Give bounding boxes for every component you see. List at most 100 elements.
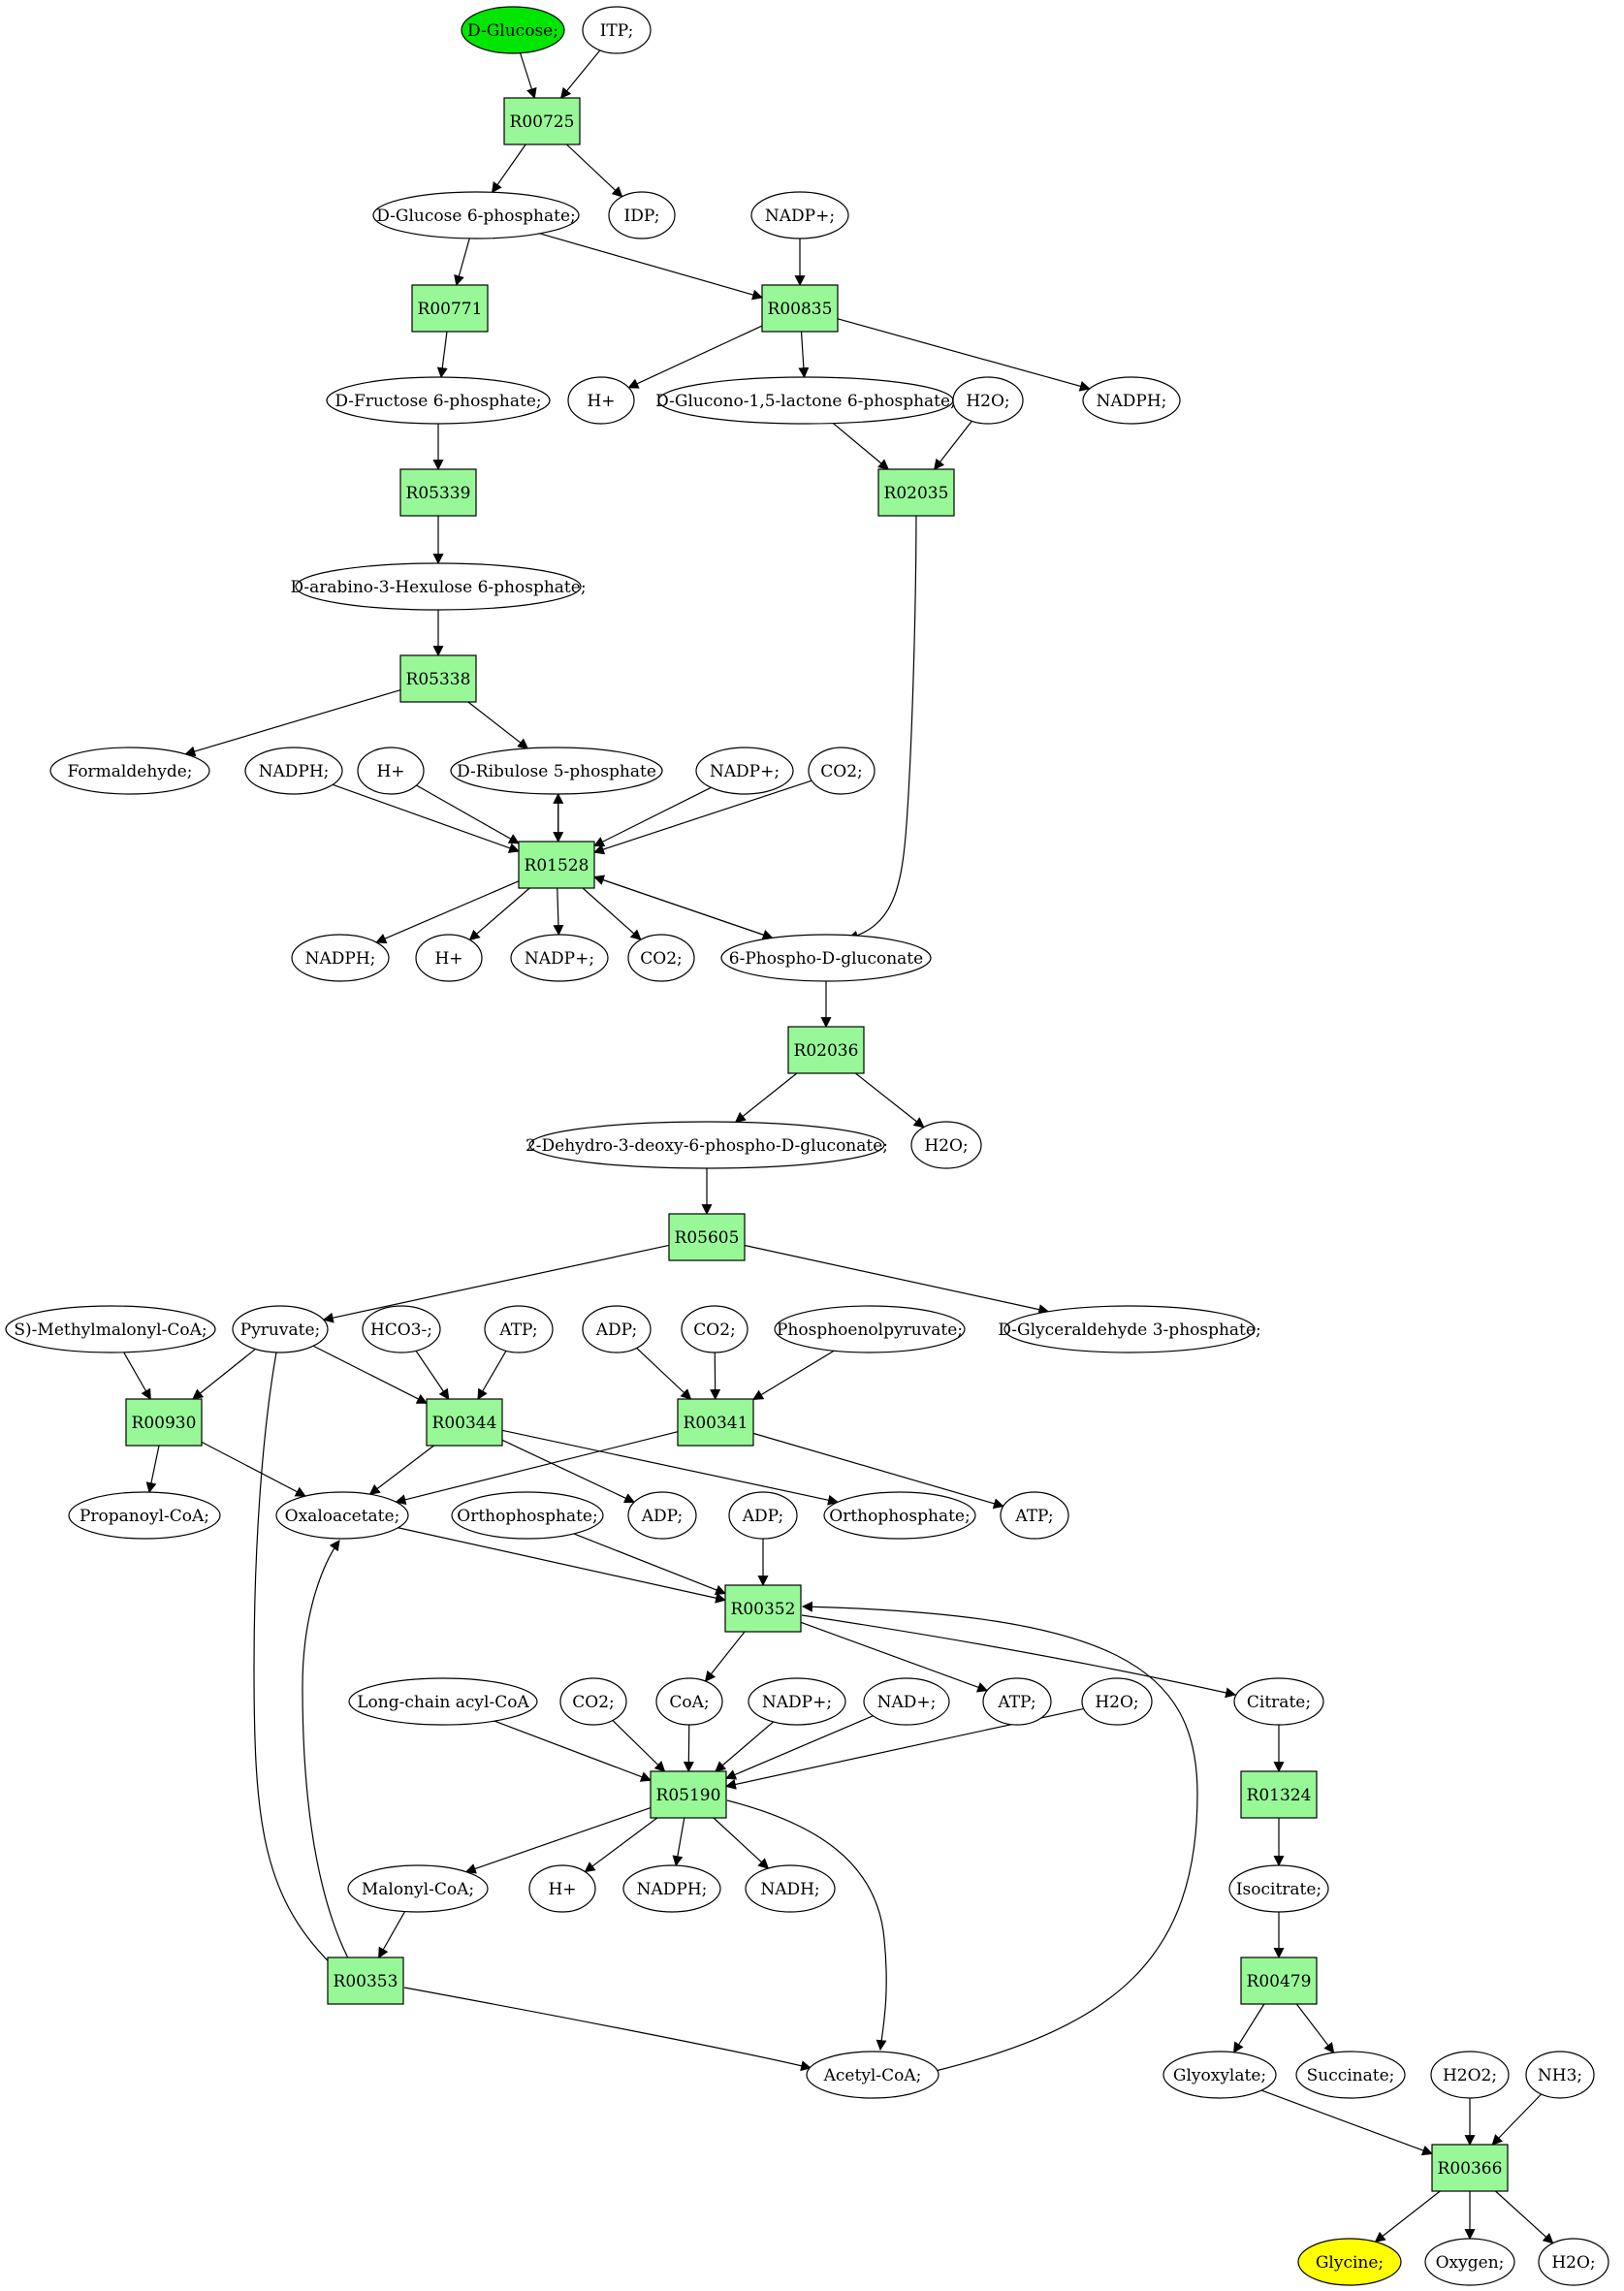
compound-node-h2o2b[interactable]: H2O2;: [1430, 2051, 1510, 2099]
edge-accoa-to-R00352: [801, 1601, 1198, 2072]
reaction-node-r00725[interactable]: R00725: [503, 97, 581, 145]
compound-node-icit[interactable]: Isocitrate;: [1228, 1864, 1329, 1913]
compound-node-accoa[interactable]: Acetyl-CoA;: [806, 2051, 939, 2099]
compound-node-h2o1[interactable]: H2O;: [952, 376, 1024, 425]
compound-label: Formaldehyde;: [67, 762, 192, 781]
reaction-label: R00771: [418, 300, 483, 319]
edge-h2o1-to-R02035: [934, 420, 972, 470]
reaction-node-r00353[interactable]: R00353: [327, 1957, 404, 2005]
compound-node-adp3[interactable]: ADP;: [728, 1491, 798, 1540]
compound-node-cit[interactable]: Citrate;: [1233, 1677, 1324, 1726]
compound-node-rib[interactable]: D-Ribulose 5-phosphate: [450, 747, 663, 795]
reaction-node-r02035[interactable]: R02035: [877, 468, 955, 517]
compound-node-oaa[interactable]: Oxaloacetate;: [275, 1491, 409, 1540]
compound-node-lcacoa[interactable]: Long-chain acyl-CoA: [348, 1677, 538, 1726]
compound-node-nad[interactable]: NAD+;: [863, 1677, 950, 1726]
compound-node-succ[interactable]: Succinate;: [1295, 2051, 1406, 2099]
reaction-node-r00366[interactable]: R00366: [1431, 2144, 1509, 2192]
compound-node-glc[interactable]: D-Glucose;: [461, 6, 565, 54]
edge-R05605-to-pyr: [322, 1244, 670, 1323]
compound-node-pep[interactable]: Phosphoenolpyruvate;: [774, 1305, 966, 1353]
compound-node-atp1[interactable]: ATP;: [484, 1305, 554, 1353]
compound-node-gly[interactable]: Glycine;: [1297, 2238, 1402, 2286]
compound-node-adp1[interactable]: ADP;: [582, 1305, 652, 1353]
compound-node-g6p[interactable]: D-Glucose 6-phosphate;: [372, 191, 580, 239]
reaction-node-r00344[interactable]: R00344: [426, 1398, 503, 1447]
edge-g6p-to-R00771: [454, 238, 470, 287]
compound-ellipse: [1233, 1677, 1324, 1726]
compound-ellipse: [728, 1491, 798, 1540]
compound-label: ATP;: [997, 1693, 1035, 1712]
compound-node-hplus2[interactable]: H+: [357, 747, 425, 795]
reaction-label: R05338: [406, 670, 471, 689]
compound-node-nadp2[interactable]: NADP+;: [695, 747, 794, 795]
compound-node-nadp4[interactable]: NADP+;: [748, 1677, 846, 1726]
reaction-node-r05338[interactable]: R05338: [399, 654, 477, 703]
compound-node-malcoa[interactable]: Malonyl-CoA;: [347, 1864, 489, 1913]
edge-pep-to-R00341: [752, 1350, 835, 1401]
compound-label: H+: [548, 1880, 576, 1899]
compound-node-nadp3[interactable]: NADP+;: [510, 934, 609, 982]
reaction-node-r01324[interactable]: R01324: [1240, 1770, 1318, 1819]
reaction-node-r05339[interactable]: R05339: [399, 468, 477, 517]
compound-node-oxy[interactable]: Oxygen;: [1424, 2238, 1515, 2286]
compound-node-co2c[interactable]: CO2;: [681, 1305, 748, 1353]
compound-node-nh3[interactable]: NH3;: [1525, 2051, 1595, 2099]
reaction-node-r00930[interactable]: R00930: [125, 1398, 203, 1447]
reaction-node-r00771[interactable]: R00771: [411, 284, 489, 333]
compound-node-f6p[interactable]: D-Fructose 6-phosphate;: [326, 376, 551, 425]
reaction-node-r05605[interactable]: R05605: [668, 1213, 746, 1261]
compound-node-atp3[interactable]: ATP;: [982, 1677, 1052, 1726]
compound-node-nadph2[interactable]: NADPH;: [244, 747, 343, 795]
compound-node-itp[interactable]: ITP;: [582, 6, 652, 54]
compound-node-kdpg[interactable]: 2-Dehydro-3-deoxy-6-phospho-D-gluconate;: [525, 1121, 888, 1169]
compound-node-pyr[interactable]: Pyruvate;: [232, 1305, 329, 1353]
compound-node-hex[interactable]: D-arabino-3-Hexulose 6-phosphate;: [290, 562, 587, 611]
compound-node-adp2[interactable]: ADP;: [627, 1491, 697, 1540]
compound-node-hplus1[interactable]: H+: [567, 376, 635, 425]
edge-R05190-to-nadh: [713, 1817, 770, 1869]
reaction-node-r01528[interactable]: R01528: [518, 841, 595, 889]
compound-node-nadph3[interactable]: NADPH;: [291, 934, 390, 982]
compound-node-smm[interactable]: S)-Methylmalonyl-CoA;: [5, 1305, 216, 1353]
compound-node-co2b[interactable]: CO2;: [627, 934, 695, 982]
reaction-node-r00352[interactable]: R00352: [724, 1584, 802, 1633]
compound-node-nadph4[interactable]: NADPH;: [622, 1864, 721, 1913]
compound-node-glcnl[interactable]: D-Glucono-1,5-lactone 6-phosphate;: [655, 376, 956, 425]
reaction-label: R00930: [132, 1414, 197, 1433]
compound-node-glx[interactable]: Glyoxylate;: [1162, 2051, 1277, 2099]
compound-node-nadp1[interactable]: NADP+;: [750, 191, 849, 239]
compound-ellipse: [627, 1491, 697, 1540]
compound-node-hco3[interactable]: HCO3-;: [362, 1305, 441, 1353]
compound-node-hplus4[interactable]: H+: [528, 1864, 596, 1913]
compound-node-hplus3[interactable]: H+: [415, 934, 483, 982]
reaction-box: [125, 1398, 203, 1447]
compound-node-nadh[interactable]: NADH;: [745, 1864, 836, 1913]
compound-label: Phosphoenolpyruvate;: [777, 1321, 963, 1340]
compound-node-gap[interactable]: D-Glyceraldehyde 3-phosphate;: [998, 1305, 1261, 1353]
compound-node-h2o3[interactable]: H2O;: [1081, 1677, 1153, 1726]
compound-node-nadph1[interactable]: NADPH;: [1082, 376, 1181, 425]
compound-node-atp2[interactable]: ATP;: [1000, 1491, 1069, 1540]
compound-node-propcoa[interactable]: Propanoyl-CoA;: [68, 1491, 221, 1540]
compound-ellipse: [528, 1121, 885, 1169]
compound-node-pgl[interactable]: 6-Phospho-D-gluconate: [720, 934, 932, 982]
compound-ellipse: [326, 376, 551, 425]
compound-node-h2o4[interactable]: H2O;: [1538, 2238, 1609, 2286]
compound-node-pi1[interactable]: Orthophosphate;: [451, 1491, 604, 1540]
compound-node-coa[interactable]: CoA;: [655, 1677, 723, 1726]
reaction-node-r00835[interactable]: R00835: [761, 284, 839, 333]
reaction-label: R01528: [525, 856, 589, 875]
compound-node-form[interactable]: Formaldehyde;: [49, 747, 210, 795]
reaction-node-r00479[interactable]: R00479: [1240, 1957, 1318, 2005]
compound-ellipse: [627, 934, 695, 982]
compound-node-idp[interactable]: IDP;: [608, 191, 676, 239]
compound-node-pi2[interactable]: Orthophosphate;: [823, 1491, 976, 1540]
compound-node-co2a[interactable]: CO2;: [808, 747, 876, 795]
reaction-node-r00341[interactable]: R00341: [677, 1398, 754, 1447]
reaction-node-r05190[interactable]: R05190: [650, 1770, 727, 1819]
compound-node-co2d[interactable]: CO2;: [559, 1677, 627, 1726]
compound-node-h2o2[interactable]: H2O;: [910, 1121, 982, 1169]
reaction-node-r02036[interactable]: R02036: [787, 1026, 865, 1074]
